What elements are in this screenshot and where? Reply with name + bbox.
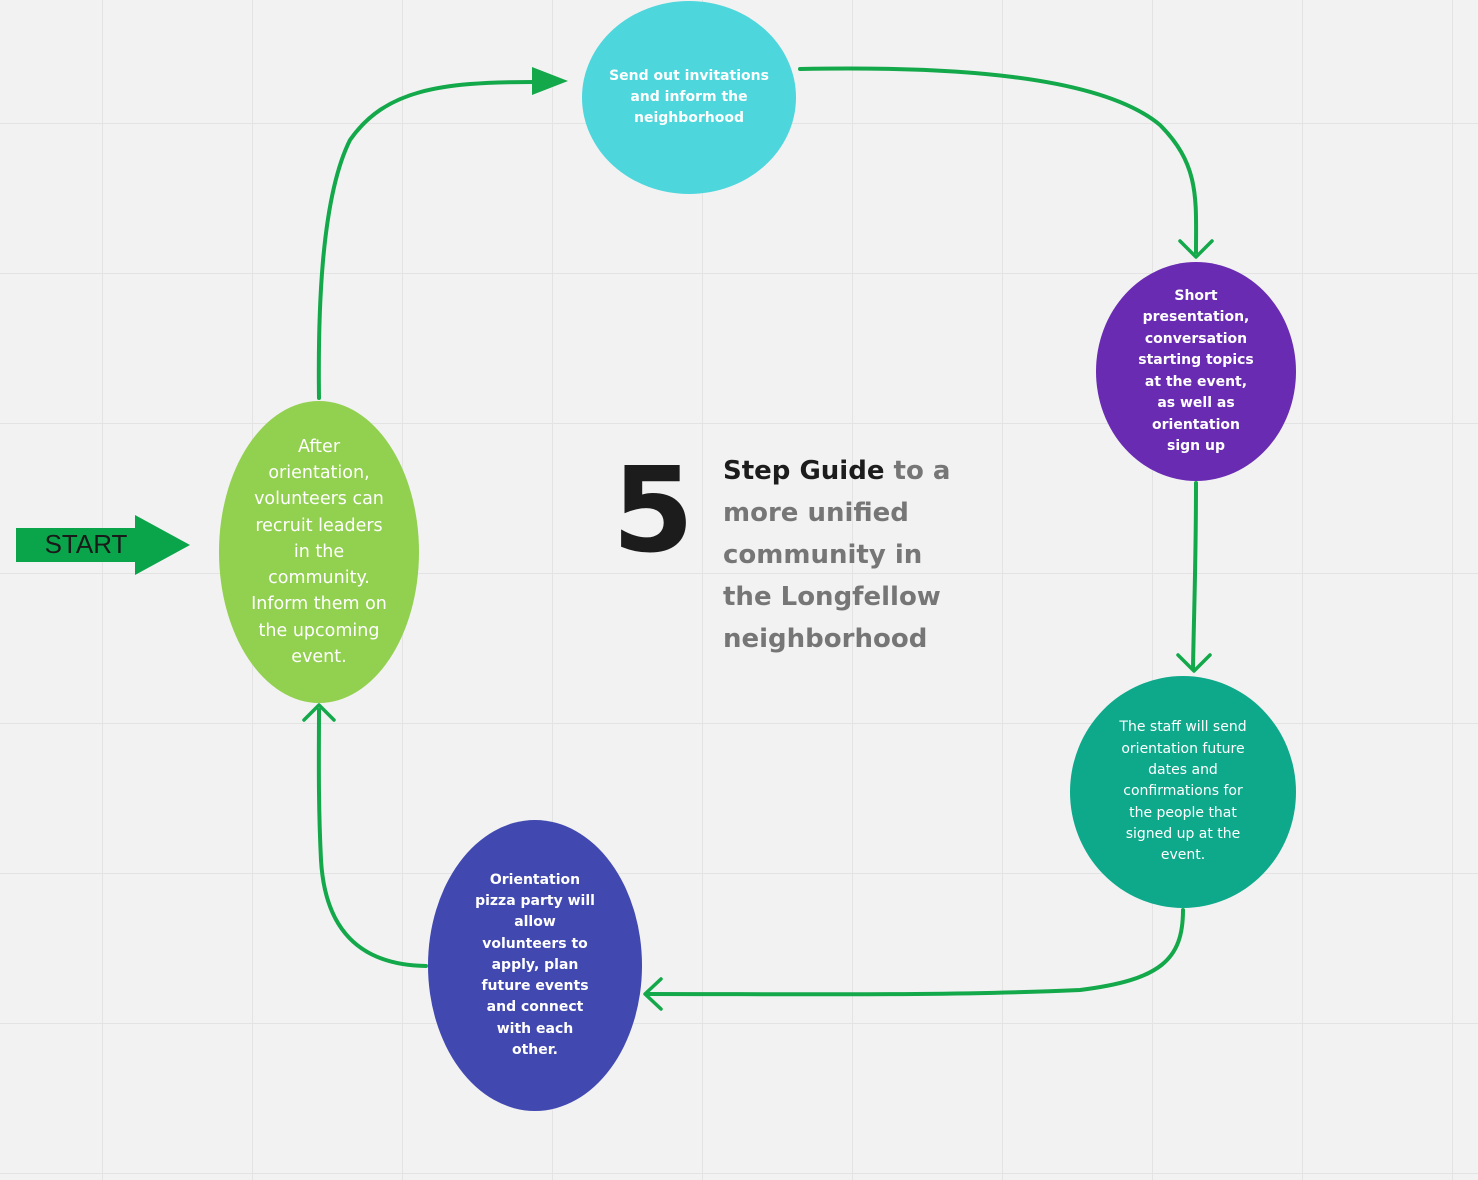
step-text-line: recruit leaders <box>255 515 383 536</box>
guide-title-rest: to a more unified community in the Longf… <box>723 456 951 654</box>
arrowhead-presentation <box>1178 239 1214 259</box>
step-text-line: at the event, <box>1144 373 1248 390</box>
connector-staff-to-pizza <box>646 908 1185 997</box>
step-node-recruit: After orientation, volunteers can recrui… <box>219 401 419 703</box>
guide-title: Step Guide to a more unified community i… <box>723 450 973 660</box>
step-text: Orientation pizza party will allow volun… <box>475 870 595 1062</box>
start-arrow <box>16 515 190 575</box>
step-text-line: After <box>297 437 341 458</box>
step-text-line: event. <box>1160 847 1206 864</box>
step-text-line: Short <box>1174 287 1218 304</box>
step-text-line: volunteers to <box>482 935 588 952</box>
step-text-line: neighborhood <box>633 110 745 126</box>
step-text-line: signed up at the <box>1125 825 1241 842</box>
step-text-line: and inform the <box>630 89 748 105</box>
step-text-line: in the <box>293 541 345 562</box>
step-node-invite: Send out invitations and inform the neig… <box>582 1 796 194</box>
step-text-line: orientation future <box>1121 740 1245 757</box>
connector-invite-to-presentation <box>798 66 1199 254</box>
step-text-line: dates and <box>1148 762 1218 779</box>
guide-step-count: 5 <box>612 441 695 579</box>
connector-pizza-to-recruit <box>316 708 428 968</box>
step-text-line: with each <box>496 1020 574 1037</box>
step-node-presentation: Short presentation, conversation startin… <box>1096 262 1296 481</box>
step-text: The staff will send orientation future d… <box>1119 717 1246 866</box>
step-text-line: the upcoming <box>258 620 380 641</box>
step-text-line: allow <box>514 914 556 931</box>
connector-recruit-to-invite <box>316 80 535 400</box>
step-node-staff: The staff will send orientation future d… <box>1070 676 1296 908</box>
step-text-line: confirmations for <box>1123 783 1243 800</box>
step-text-line: pizza party will <box>475 892 595 909</box>
step-text: Short presentation, conversation startin… <box>1138 286 1254 458</box>
step-text-line: orientation, <box>268 463 370 484</box>
step-text-line: starting topics <box>1138 352 1254 368</box>
step-text-line: apply, plan <box>491 956 579 973</box>
step-text-line: conversation <box>1144 330 1248 347</box>
step-text-line: event. <box>291 646 347 667</box>
step-text-line: the people that <box>1129 804 1237 821</box>
arrowhead-pizza <box>643 977 663 1011</box>
connector-presentation-to-staff <box>1191 481 1198 670</box>
step-text-line: Orientation <box>489 871 581 888</box>
arrowhead-recruit <box>302 703 336 722</box>
guide-title-emphasis: Step Guide <box>723 456 885 486</box>
step-text-line: future events <box>481 978 589 995</box>
step-text-line: presentation, <box>1142 309 1250 325</box>
step-text-line: other. <box>512 1042 558 1059</box>
step-text: Send out invitations and inform the neig… <box>609 66 769 129</box>
step-text-line: sign up <box>1167 438 1225 454</box>
step-text-line: and connect <box>486 999 584 1016</box>
step-text-line: Send out invitations <box>609 68 769 84</box>
step-text-line: as well as <box>1157 395 1235 411</box>
step-node-pizza: Orientation pizza party will allow volun… <box>428 820 642 1111</box>
start-label: START <box>44 529 128 559</box>
step-text-line: Inform them on <box>251 594 387 615</box>
step-text-line: volunteers can <box>254 489 384 510</box>
step-text-line: orientation <box>1152 416 1240 433</box>
step-text: After orientation, volunteers can recrui… <box>251 434 387 670</box>
arrowhead-invite <box>532 67 568 95</box>
step-text-line: community. <box>268 568 370 589</box>
arrowhead-staff <box>1176 653 1212 673</box>
step-text-line: The staff will send <box>1119 719 1247 736</box>
